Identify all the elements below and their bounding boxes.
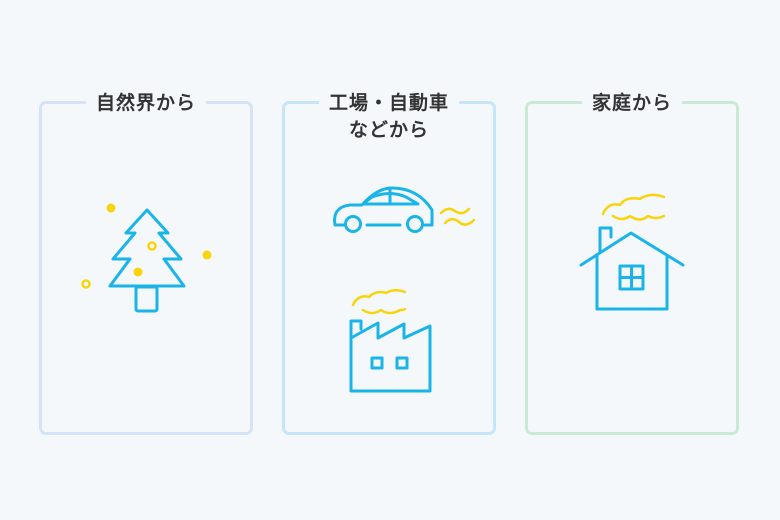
- title-line-2: などから: [348, 119, 430, 141]
- panel-nature: 自然界から: [39, 90, 253, 435]
- panel-factory-car-title: 工場・自動車 などから: [318, 90, 460, 144]
- car-exhaust-icon: [439, 207, 476, 226]
- sparkle-dots: [81, 203, 212, 289]
- panel-home-title: 家庭から: [581, 90, 683, 117]
- car-icon: [333, 186, 434, 233]
- factory-smoke-icon: [351, 289, 407, 315]
- factory-icon: [349, 319, 432, 393]
- title-line-1: 工場・自動車: [328, 92, 450, 114]
- panel-home: 家庭から: [525, 90, 739, 435]
- tree-icon: [108, 208, 186, 313]
- panel-factory-car: 工場・自動車 などから: [282, 90, 496, 435]
- house-smoke-icon: [601, 193, 666, 221]
- panel-nature-title: 自然界から: [85, 90, 207, 117]
- house-icon: [579, 226, 685, 311]
